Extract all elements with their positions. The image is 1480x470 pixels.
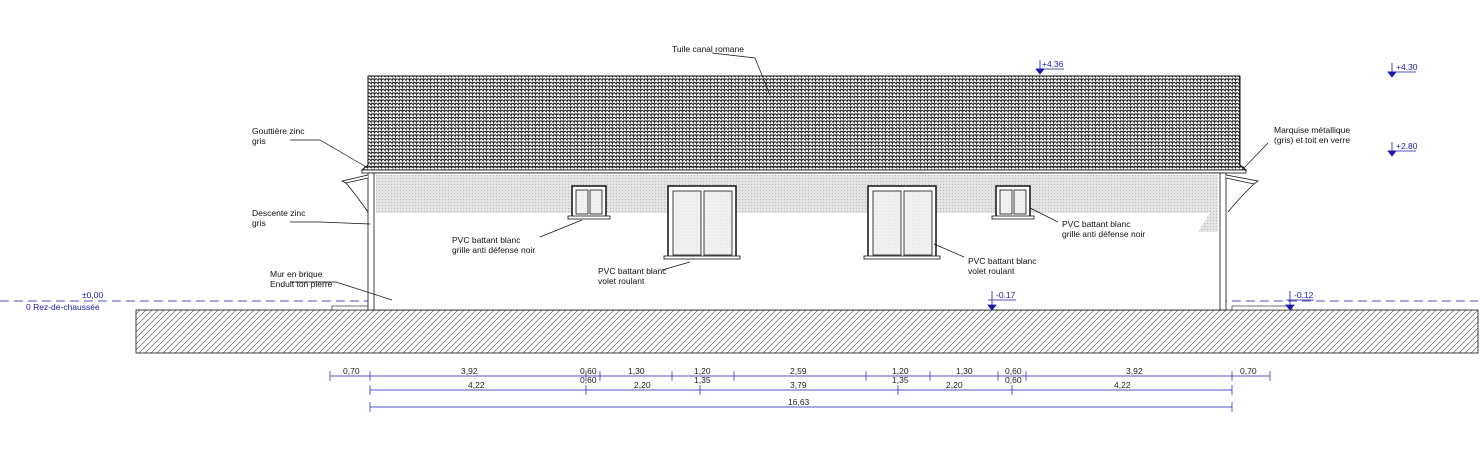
dim-row3-0: 4,22 (468, 380, 485, 390)
level-ridge: +4.36 (1042, 59, 1064, 69)
label-door-left-line1: PVC battant blanc (598, 266, 667, 276)
level-marker-top-right (1387, 63, 1416, 78)
floor-level-name: 0 Rez-de-chaussée (26, 302, 100, 312)
level-top-right: +4.30 (1396, 62, 1418, 72)
dimension-chain-row1 (329, 371, 1271, 381)
dim-row1-6: 1,20 (892, 366, 909, 376)
label-window-right-line2: grille anti défense noir (1062, 229, 1145, 239)
dim-row1-2: 0,60 (580, 366, 597, 376)
label-door-left-line2: volet roulant (598, 276, 645, 286)
door-left (663, 185, 741, 260)
level-marker-eave-right (1387, 142, 1416, 157)
dim-row1-1: 3,92 (461, 366, 478, 376)
level-ground-right: -0.12 (1294, 290, 1314, 300)
dim-row1-10: 0,70 (1240, 366, 1257, 376)
label-window-left-line1: PVC battant blanc (452, 235, 521, 245)
roof (360, 75, 1248, 174)
dim-row3-3: 2,20 (946, 380, 963, 390)
level-marker-ridge (1035, 60, 1064, 75)
label-wall-line2: Enduit ton pierre (270, 279, 333, 289)
label-roof: Tuile canal romane (672, 44, 744, 54)
dim-row1-9: 3,92 (1126, 366, 1143, 376)
window-right (991, 185, 1035, 220)
label-gutter-line1: Gouttière zinc (252, 126, 305, 136)
dim-row2-3: 0,60 (1005, 375, 1022, 385)
dimension-chain-row3 (369, 385, 1233, 395)
dim-row1-4: 1,20 (694, 366, 711, 376)
dimension-chain-total (369, 402, 1233, 412)
level-marker-ground-right (1285, 291, 1314, 311)
floor-level-value: ±0,00 (82, 290, 103, 300)
dim-row3-2: 3,79 (790, 380, 807, 390)
dim-row3-4: 4,22 (1114, 380, 1131, 390)
dim-row1-8: 0,60 (1005, 366, 1022, 376)
dim-total: 16,63 (788, 397, 810, 407)
dim-row2-0: 0,60 (580, 375, 597, 385)
dim-row3-1: 2,20 (634, 380, 651, 390)
label-marquise-line1: Marquise métallique (1274, 125, 1350, 135)
window-left (567, 185, 611, 220)
marquise-right (1225, 174, 1259, 213)
level-marker-ground-center (987, 291, 1016, 311)
label-window-right-line1: PVC battant blanc (1062, 219, 1131, 229)
level-ground-center: -0.17 (996, 290, 1016, 300)
label-gutter-line2: gris (252, 136, 266, 146)
label-door-right-line1: PVC battant blanc (968, 256, 1037, 266)
dim-row2-2: 1,35 (892, 375, 909, 385)
door-right (863, 185, 941, 260)
dim-row1-7: 1,30 (956, 366, 973, 376)
dim-row1-5: 2,59 (790, 366, 807, 376)
label-wall-line1: Mur en brique (270, 269, 323, 279)
level-eave-right: +2.80 (1396, 141, 1418, 151)
label-downpipe-line2: gris (252, 218, 266, 228)
dim-row1-0: 0,70 (343, 366, 360, 376)
dim-row1-3: 1,30 (628, 366, 645, 376)
label-door-right-line2: volet roulant (968, 266, 1015, 276)
ground-slab (135, 305, 1479, 354)
label-marquise-line2: (gris) et toit en verre (1274, 135, 1350, 145)
label-downpipe-line1: Descente zinc (252, 208, 306, 218)
label-window-left-line2: grille anti défense noir (452, 245, 535, 255)
marquise-left (340, 174, 369, 213)
leader-lines (290, 52, 1269, 301)
dim-row2-1: 1,35 (694, 375, 711, 385)
